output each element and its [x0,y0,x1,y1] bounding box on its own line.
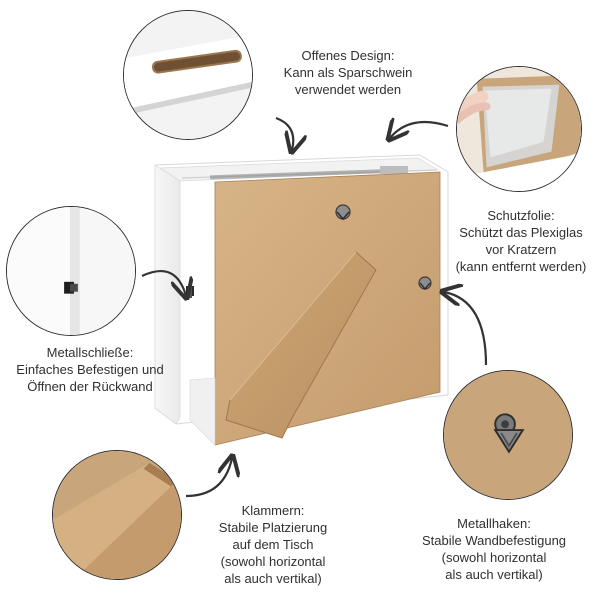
callout-title: Klammern: [241,503,305,518]
callout-title: Metallhaken: [457,516,531,531]
curved-arrow-icon [185,458,232,498]
metal-hook-icon [335,204,351,221]
callout-klammern: Klammern: Stabile Platzierung auf dem Ti… [198,502,348,587]
callout-text: (sowohl horizontal [220,554,326,569]
callout-text: als auch vertikal) [224,571,322,586]
metal-hook-icon [418,276,432,291]
callout-text: Stabile Wandbefestigung [421,533,567,548]
callout-text: Einfaches Befestigen und [16,362,164,377]
white-frame-body [154,154,449,425]
stand-leg [225,251,377,439]
curved-arrow-icon [444,292,488,366]
callout-metallhaken: Metallhaken: Stabile Wandbefestigung (so… [406,515,582,583]
stand-clip-detail-circle [52,450,182,580]
callout-text: verwendet werden [294,82,402,97]
callout-text: Öffnen der Rückwand [27,379,153,394]
callout-offenes-design: Offenes Design: Kann als Sparschwein ver… [258,47,438,98]
protective-film-detail-circle [456,66,582,192]
callout-title: Metallschließe: [46,345,134,360]
callout-text: als auch vertikal) [445,567,543,582]
callout-text: auf dem Tisch [232,537,314,552]
coin-slot-detail-circle [123,10,253,140]
curved-arrow-icon [390,122,449,138]
callout-title: Schutzfolie: [487,208,555,223]
callout-text: Schützt das Plexiglas [459,225,583,240]
metal-clip-icon [186,284,194,298]
cardboard-back-panel [189,171,441,446]
callout-text: Stabile Platzierung [218,520,328,535]
callout-text: (kann entfernt werden) [455,259,587,274]
curved-arrow-icon [275,116,293,150]
curved-arrow-icon [141,270,186,296]
callout-text: vor Kratzern [485,242,557,257]
callout-text: (sowohl horizontal [441,550,547,565]
metal-hook-detail-circle [443,370,573,500]
callout-schutzfolie: Schutzfolie: Schützt das Plexiglas vor K… [440,207,600,275]
callout-metallschliesse: Metallschließe: Einfaches Befestigen und… [0,344,180,395]
coin-slot [209,168,401,180]
callout-title: Offenes Design: [301,48,395,63]
metal-clasp-detail-circle [6,206,136,336]
metal-clip-icon [64,281,74,294]
callout-text: Kann als Sparschwein [283,65,413,80]
